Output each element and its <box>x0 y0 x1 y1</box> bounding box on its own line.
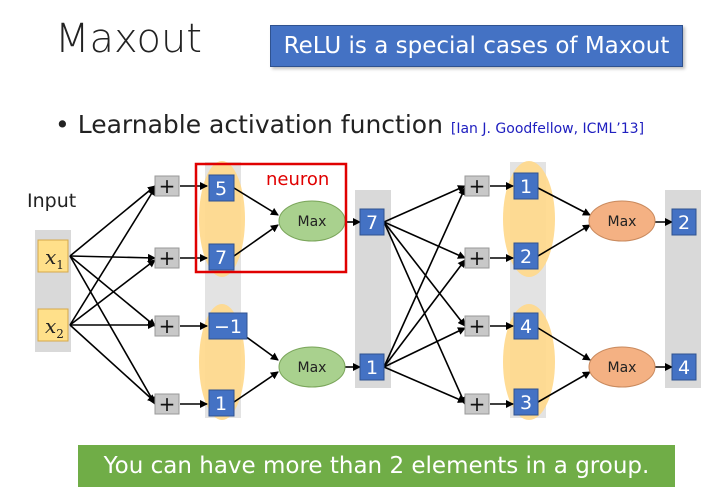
input-x1-sub: 1 <box>56 258 64 272</box>
neuron-label: neuron <box>266 169 329 190</box>
value-box <box>513 172 539 200</box>
input-x2-sub: 2 <box>56 327 64 341</box>
bullet-text: Learnable activation function <box>77 110 443 139</box>
plus-node: + <box>159 174 176 198</box>
value-box <box>208 174 235 202</box>
max-label: Max <box>298 214 327 230</box>
bullet-point: • Learnable activation function [Ian J. … <box>55 110 645 139</box>
value-label: 1 <box>520 176 532 198</box>
group-size-banner: You can have more than 2 elements in a g… <box>78 445 675 487</box>
input-x2-base: x <box>45 314 56 338</box>
input-box-x1 <box>37 239 69 273</box>
output-label: 4 <box>678 357 690 379</box>
plus-node: + <box>159 392 176 416</box>
citation: [Ian J. Goodfellow, ICML’13] <box>450 121 645 137</box>
slide-title: Maxout <box>55 16 202 62</box>
input-connections <box>69 182 673 408</box>
output-box <box>671 353 697 381</box>
output-box <box>671 208 697 236</box>
plus-node: + <box>159 314 176 338</box>
plus-nodes-layer1: + + + + <box>154 174 180 416</box>
plus-node: + <box>469 392 486 416</box>
output-label: 1 <box>366 357 378 379</box>
input-box-x2 <box>37 308 69 342</box>
value-label: 1 <box>215 393 227 415</box>
value-box <box>513 312 539 340</box>
max-label: Max <box>608 214 637 230</box>
layer1-values: 5 7 −1 1 <box>208 174 248 417</box>
value-label: 4 <box>520 316 532 338</box>
value-box <box>513 242 539 270</box>
plus-node: + <box>159 246 176 270</box>
value-label: 7 <box>215 247 227 269</box>
plus-node: + <box>469 174 486 198</box>
value-box <box>513 388 539 416</box>
output-box <box>359 208 385 236</box>
value-label: 5 <box>215 178 227 200</box>
plus-nodes-layer2: + + + + <box>464 174 490 416</box>
max-node <box>588 346 656 388</box>
value-label: 3 <box>520 392 532 414</box>
input-x1-base: x <box>45 245 56 269</box>
output-box <box>359 353 385 381</box>
max-node <box>588 200 656 242</box>
input-x2-symbol: x2 <box>45 314 64 341</box>
value-box <box>208 312 248 340</box>
max-label: Max <box>608 360 637 376</box>
relu-note-banner: ReLU is a special cases of Maxout <box>270 25 683 67</box>
max-label: Max <box>298 360 327 376</box>
input-label: Input <box>27 190 76 212</box>
max-node <box>278 346 346 388</box>
value-box <box>208 243 235 271</box>
plus-node: + <box>469 314 486 338</box>
value-box <box>208 389 235 417</box>
value-label: 2 <box>520 246 532 268</box>
input-x1-symbol: x1 <box>45 245 64 272</box>
neuron-frame <box>194 162 348 274</box>
output-label: 7 <box>366 212 378 234</box>
output-label: 2 <box>678 212 690 234</box>
plus-node: + <box>469 246 486 270</box>
layer2-values: 1 2 4 3 <box>513 172 539 416</box>
value-label: −1 <box>214 316 242 338</box>
